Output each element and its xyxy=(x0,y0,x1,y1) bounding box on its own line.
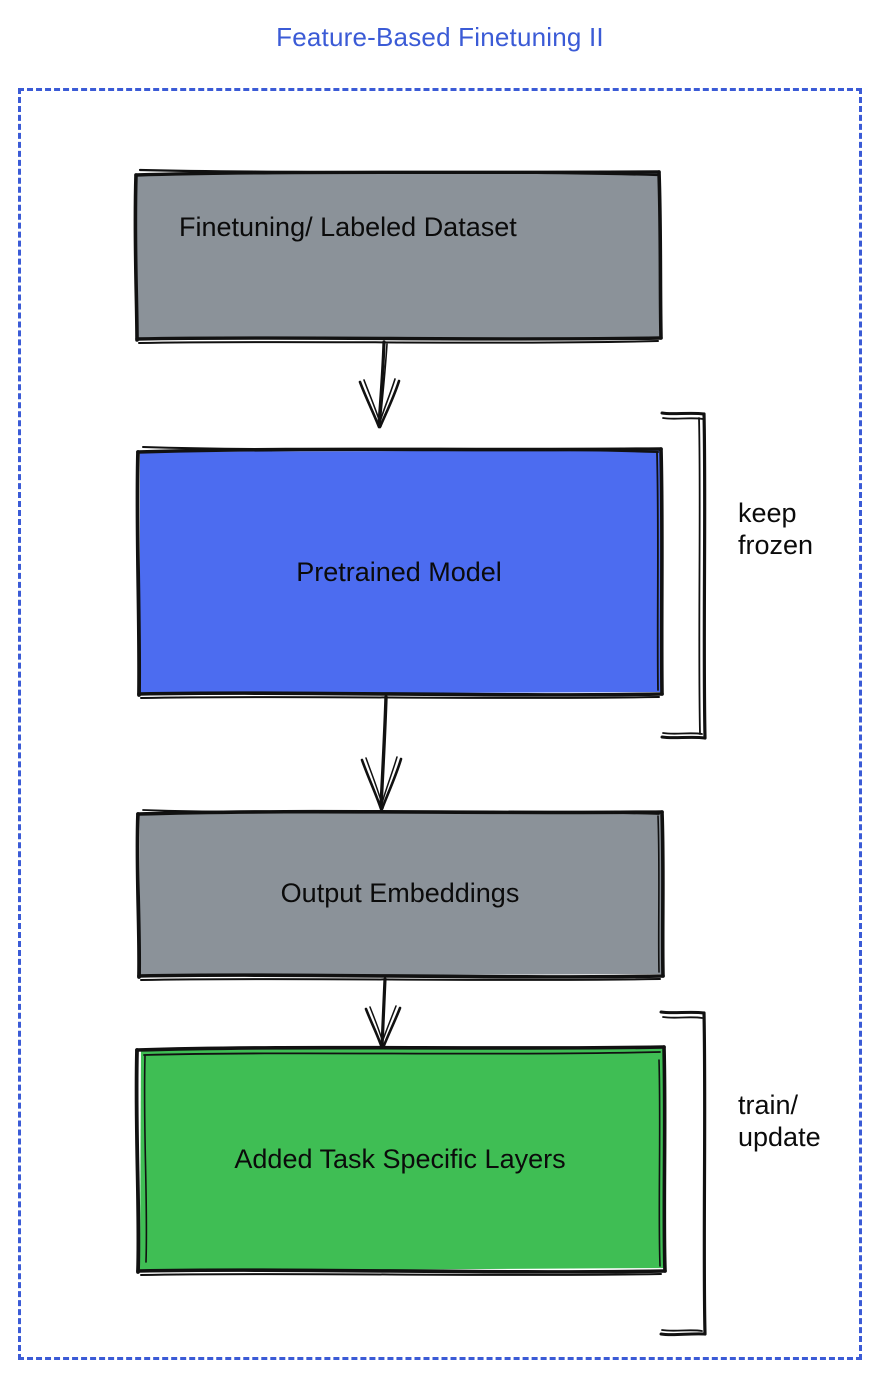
node-shape-dataset xyxy=(133,168,663,344)
bracket-train-update xyxy=(659,1010,707,1337)
arrow-embeddings-to-tasklayers xyxy=(364,977,402,1050)
node-dataset[interactable]: Finetuning/ Labeled Dataset xyxy=(135,172,661,339)
node-tasklayers-label: Added Task Specific Layers xyxy=(234,1143,566,1174)
node-pretrained[interactable]: Pretrained Model xyxy=(138,450,660,695)
node-embeddings[interactable]: Output Embeddings xyxy=(138,812,662,976)
annotation-keep-frozen: keep frozen xyxy=(738,498,814,560)
node-dataset-label: Finetuning/ Labeled Dataset xyxy=(179,212,517,242)
node-shape-pretrained xyxy=(135,446,664,699)
node-pretrained-label: Pretrained Model xyxy=(296,556,502,587)
page-title: Feature-Based Finetuning II xyxy=(276,22,604,52)
arrow-dataset-to-pretrained xyxy=(358,340,401,429)
node-embeddings-label: Output Embeddings xyxy=(280,878,520,909)
bracket-keep-frozen xyxy=(660,411,707,740)
arrow-pretrained-to-embeddings xyxy=(360,695,403,811)
annotation-train-update: train/ update xyxy=(738,1090,821,1152)
node-shape-tasklayers xyxy=(134,1045,667,1276)
node-tasklayers[interactable]: Added Task Specific Layers xyxy=(136,1048,664,1271)
node-shape-embeddings xyxy=(135,809,665,981)
